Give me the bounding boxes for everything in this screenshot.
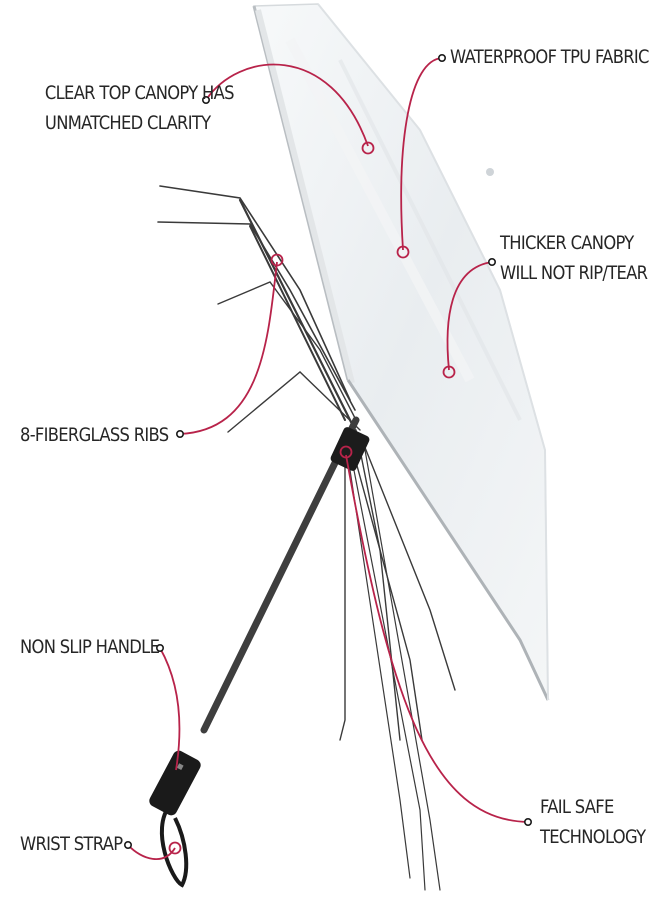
wrist-strap — [159, 803, 189, 888]
leader-waterproof-end-dot — [437, 53, 446, 62]
callout-leaders — [124, 53, 532, 860]
leader-ribs-ring — [270, 253, 284, 267]
leader-waterproof — [400, 57, 443, 251]
label-fiberglass-ribs: 8-FIBERGLASS RIBS — [20, 424, 169, 446]
label-fail-safe: FAIL SAFE TECHNOLOGY — [540, 796, 646, 848]
leader-thicker — [446, 261, 493, 371]
leader-ribs-end-dot — [176, 429, 185, 438]
label-waterproof-fabric: WATERPROOF TPU FABRIC — [450, 46, 649, 68]
leader-clear-top-ring — [361, 141, 375, 155]
label-clear-top-canopy: CLEAR TOP CANOPY HAS UNMATCHED CLARITY — [44, 82, 235, 134]
leader-ribs — [179, 261, 278, 435]
leader-fail-safe-ring — [339, 445, 353, 459]
clear-canopy — [252, 3, 550, 701]
leader-handle — [159, 647, 181, 771]
umbrella-handle — [149, 750, 201, 816]
leader-thicker-ring — [442, 365, 456, 379]
label-wrist-strap: WRIST STRAP — [20, 833, 123, 855]
leader-clear-top — [205, 63, 369, 147]
leader-wrist-strap-ring — [168, 841, 182, 855]
leader-clear-top-end-dot — [202, 96, 211, 105]
frame-ribs — [157, 185, 456, 891]
label-non-slip-handle: NON SLIP HANDLE — [20, 636, 160, 658]
label-thicker-canopy: THICKER CANOPY WILL NOT RIP/TEAR — [500, 232, 648, 284]
leader-thicker-end-dot — [487, 257, 496, 266]
leader-wrist-strap-end-dot — [124, 840, 133, 849]
umbrella-shaft — [200, 416, 360, 734]
leader-handle-end-dot — [156, 643, 165, 652]
leader-fail-safe-end-dot — [523, 817, 532, 826]
leader-waterproof-ring — [396, 245, 410, 259]
leader-fail-safe — [345, 454, 529, 823]
